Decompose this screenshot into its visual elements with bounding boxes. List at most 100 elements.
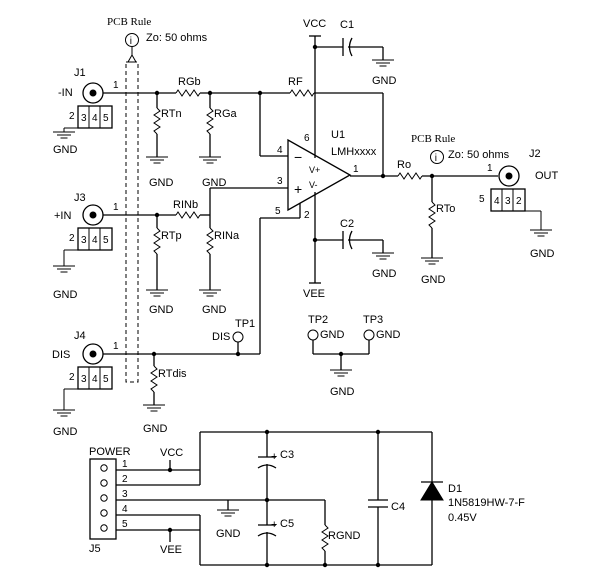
net-pos-input: GND RTp RINb GND RINa 3 [103, 176, 288, 316]
pcb-rule-2-title: PCB Rule [411, 133, 455, 145]
rtdis-gnd-label: GND [143, 423, 168, 435]
rto-gnd-label: GND [421, 274, 446, 286]
net-disable: GND RTdis TP1 DIS [103, 203, 301, 435]
j3-pin-1: 1 [113, 202, 119, 213]
rtp-gnd-label: GND [149, 304, 174, 316]
power-gnd-label: GND [216, 528, 241, 540]
pcb-rule-impedance: Zo: 50 ohms [146, 32, 208, 44]
j4-pin-1: 1 [113, 341, 119, 352]
j5-pin-2: 2 [122, 474, 128, 485]
test-points-gnd: TP2 GND TP3 GND GND [307, 314, 401, 398]
j3-ref: J3 [74, 192, 86, 204]
vcc-power-label: VCC [160, 447, 183, 459]
j1-ref: J1 [74, 67, 86, 79]
j4-signal: DIS [52, 349, 70, 361]
j1-pin-4: 4 [92, 113, 98, 124]
opamp-part: LMHxxxx [331, 146, 377, 158]
j5-pin-4: 4 [122, 504, 128, 515]
j4-ref: J4 [74, 330, 86, 342]
svg-text:i: i [435, 153, 437, 164]
opamp-vminus-label: V- [309, 180, 318, 190]
j1-gnd-label: GND [53, 144, 78, 156]
j4-pin-5: 5 [103, 374, 109, 385]
rto-label: RTo [436, 203, 455, 215]
opamp-u1: − + V+ V- U1 LMHxxxx 6 2 5 1 VCC GND C1 … [275, 18, 398, 300]
c5-label: C5 [280, 518, 294, 530]
j1-pin-5: 5 [103, 113, 109, 124]
vcc-top-label: VCC [303, 18, 326, 30]
j4-pin-3: 3 [81, 374, 87, 385]
opamp-pin-5: 5 [275, 206, 281, 217]
j1-pin-2: 2 [69, 111, 75, 122]
rtdis-label: RTdis [158, 368, 187, 380]
vee-label: VEE [303, 288, 325, 300]
rina-gnd-label: GND [202, 304, 227, 316]
tp2-gnd-label: GND [320, 329, 345, 341]
opamp-ref: U1 [331, 129, 345, 141]
d1-ref: D1 [448, 483, 462, 495]
j1-signal: -IN [58, 87, 73, 99]
svg-text:i: i [130, 36, 132, 47]
pcb-rule-title: PCB Rule [107, 16, 151, 28]
tp2-label: TP2 [308, 314, 328, 326]
c1-label: C1 [340, 19, 354, 31]
j2-pin-3: 3 [505, 196, 511, 207]
rtn-label: RTn [161, 108, 182, 120]
opamp-minus-sign: − [294, 149, 302, 165]
tp3-label: TP3 [363, 314, 383, 326]
j1-pin-1: 1 [113, 80, 119, 91]
pcb-rule-annotation-output: PCB Rule Zo: 50 ohms i [411, 133, 510, 164]
opamp-pin-1: 1 [353, 164, 359, 175]
rga-label: RGa [214, 108, 238, 120]
j5-pin-3: 3 [122, 489, 128, 500]
c1-gnd-label: GND [372, 75, 397, 87]
j1-pin-3: 3 [81, 113, 87, 124]
c5-polarity: + [271, 519, 277, 531]
connector-j5: POWER J5 1 2 3 4 5 [89, 446, 131, 555]
j3-pin-5: 5 [103, 235, 109, 246]
c4-label: C4 [391, 501, 405, 513]
d1-voltage: 0.45V [448, 512, 477, 524]
opamp-pin-4: 4 [277, 145, 283, 156]
d1-part: 1N5819HW-7-F [448, 497, 525, 509]
c2-label: C2 [340, 218, 354, 230]
j5-pin-1: 1 [122, 459, 128, 470]
power-nets: VCC GND VEE + C3 + C5 [116, 429, 525, 568]
c2-gnd-label: GND [372, 268, 397, 280]
connector-j1: J1 -IN 1 2 3 4 5 GND [52, 67, 119, 156]
info-icon: i [125, 33, 139, 63]
tp3-gnd-label: GND [376, 329, 401, 341]
j2-pin-4: 4 [494, 196, 500, 207]
rgnd-label: RGND [328, 530, 360, 542]
tp1-dis-label: DIS [212, 331, 230, 343]
opamp-plus-sign: + [294, 181, 302, 197]
pcb-rule-keepout-box [125, 61, 139, 383]
rina-label: RINa [214, 230, 240, 242]
vee-power-label: VEE [160, 544, 182, 556]
j5-pin-5: 5 [122, 519, 128, 530]
j2-pin-2: 2 [516, 196, 522, 207]
rgb-label: RGb [178, 76, 201, 88]
c3-label: C3 [280, 449, 294, 461]
tp1-label: TP1 [235, 318, 255, 330]
tp-gnd-label: GND [330, 386, 355, 398]
c3-polarity: + [271, 451, 277, 463]
connector-j4: J4 DIS 1 2 3 4 5 GND [52, 330, 119, 438]
j5-title: POWER [89, 446, 131, 458]
opamp-vplus-label: V+ [309, 165, 320, 175]
opamp-pin-2: 2 [304, 210, 310, 221]
opamp-pin-6: 6 [304, 133, 310, 144]
j3-pin-2: 2 [69, 233, 75, 244]
rga-gnd-label: GND [202, 177, 227, 189]
j2-pin-1: 1 [487, 163, 493, 174]
pcb-rule-annotation-input: PCB Rule Zo: 50 ohms i [107, 16, 208, 383]
opamp-pin-3: 3 [277, 176, 283, 187]
j2-gnd-label: GND [530, 248, 555, 260]
j3-signal: +IN [54, 210, 71, 222]
rtp-label: RTp [161, 230, 182, 242]
pcb-rule-2-impedance: Zo: 50 ohms [448, 149, 510, 161]
j4-gnd-label: GND [53, 426, 78, 438]
j2-pin-5: 5 [479, 194, 485, 205]
net-neg-input: GND RTn RGb GND RGa 4 RF [103, 76, 384, 189]
j4-pin-4: 4 [92, 374, 98, 385]
